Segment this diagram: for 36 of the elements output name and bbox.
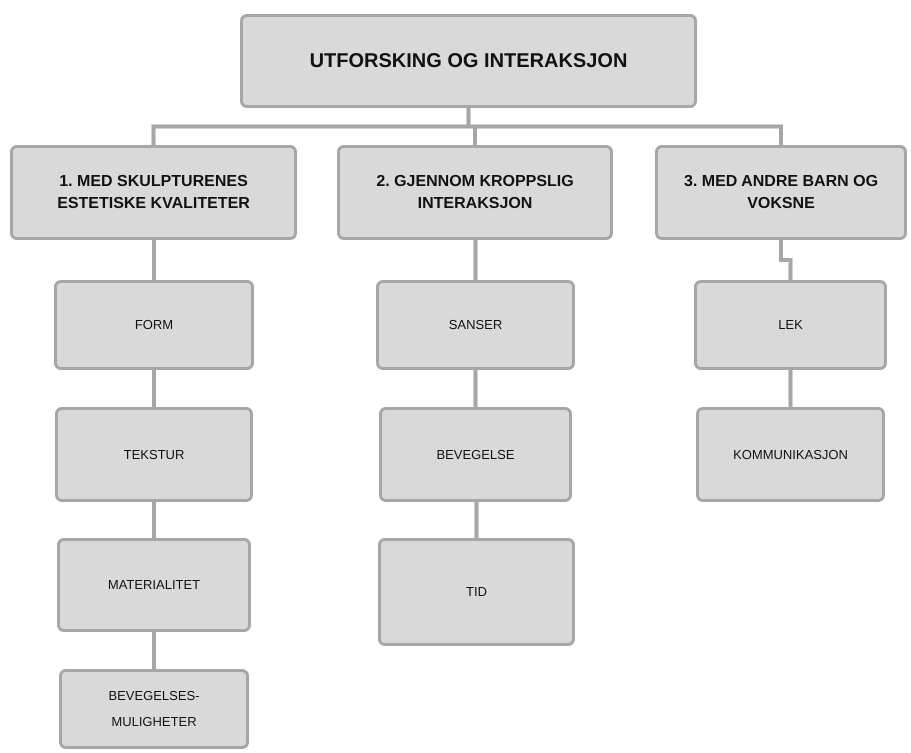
node-box (59, 669, 249, 749)
connector-line (474, 502, 478, 538)
connector-line (779, 240, 792, 280)
node-label: FORM (134, 316, 174, 334)
node-box (694, 280, 887, 370)
node-label: KOMMUNIKASJON (733, 446, 848, 464)
node-box (696, 407, 885, 502)
node-label: 2. GJENNOM KROPPSLIG INTERAKSJON (375, 172, 575, 214)
node-label: BEVEGELSE (436, 446, 515, 464)
node-label: MATERIALITET (108, 576, 200, 594)
node-box (240, 14, 697, 108)
node-label: SANSER (448, 316, 502, 334)
node-box (54, 280, 254, 370)
node-label: 1. MED SKULPTURENES ESTETISKE KVALITETER (56, 172, 251, 214)
node-box (337, 145, 613, 240)
node-box (57, 538, 251, 632)
node-label: LEK (778, 316, 803, 334)
node-box (655, 145, 907, 240)
connector-line (474, 240, 478, 280)
connector-line (152, 240, 156, 280)
node-label: BEVEGELSES- MULIGHETER (107, 687, 201, 731)
node-box (10, 145, 297, 240)
connector-line (474, 370, 478, 407)
connector-line (788, 370, 792, 407)
connector-line (152, 632, 156, 669)
node-label: TID (466, 583, 487, 601)
connector-line (152, 370, 156, 407)
node-label: TEKSTUR (124, 446, 184, 464)
node-label: UTFORSKING OG INTERAKSJON (310, 48, 628, 74)
connector-line (466, 108, 783, 145)
connector-line (152, 502, 156, 538)
node-box (378, 538, 575, 646)
node-box (376, 280, 575, 370)
node-box (55, 407, 253, 502)
node-label: 3. MED ANDRE BARN OG VOKSNE (682, 172, 880, 214)
node-box (379, 407, 572, 502)
